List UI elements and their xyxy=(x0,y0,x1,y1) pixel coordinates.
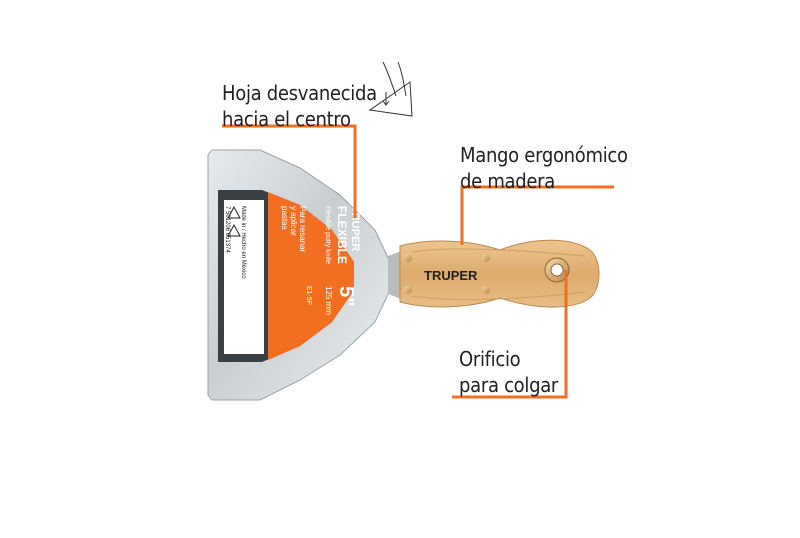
handle-brand: TRUPER xyxy=(424,268,478,283)
taper-detail-icon xyxy=(368,61,413,117)
hanging-hole-inner xyxy=(550,263,564,277)
rivet xyxy=(404,254,412,262)
label-subtitle: Flexible putty knife xyxy=(324,206,331,264)
warning-triangle-icon-2 xyxy=(227,223,241,237)
label-barcode-digits: 7 501206 651374 xyxy=(224,206,230,253)
leader-line-handle xyxy=(460,185,614,245)
rivet xyxy=(482,286,490,294)
wood-grain-2 xyxy=(411,291,586,300)
callout-hole-line2: para colgar xyxy=(459,373,559,397)
label-usage-3: pastas xyxy=(280,206,289,230)
callout-handle-line1: Mango ergonómico xyxy=(460,143,628,167)
callout-blade-line1: Hoja desvanecida xyxy=(222,81,377,105)
label-brand: TRUPER xyxy=(349,206,361,251)
label-usage-1: Para resanar xyxy=(298,206,307,253)
wood-grain xyxy=(411,248,586,257)
leader-line-blade xyxy=(222,124,357,218)
callout-blade: Hoja desvanecida hacia el centro xyxy=(222,80,377,132)
warning-triangle-icon xyxy=(227,205,241,219)
label-size: 5" xyxy=(335,286,357,307)
blade-label-orange-band xyxy=(268,192,354,360)
label-usage-2: y aplicar xyxy=(289,206,298,236)
callout-hole-line1: Orificio xyxy=(459,347,521,371)
rivet xyxy=(404,286,412,294)
label-code: 14451 xyxy=(314,286,323,309)
leader-line-hole xyxy=(452,270,568,399)
label-origin: Made in / Hecho en México xyxy=(240,206,246,279)
callout-blade-line2: hacia el centro xyxy=(222,107,351,131)
label-model: E1-5F xyxy=(305,286,312,305)
blade-label-info-box xyxy=(224,200,264,354)
callout-hole: Orificio para colgar xyxy=(459,346,558,398)
callout-handle-line2: de madera xyxy=(460,169,555,193)
callout-handle: Mango ergonómico de madera xyxy=(460,142,628,194)
label-product: FLEXIBLE xyxy=(335,206,349,264)
label-size-mm: 125 mm xyxy=(324,286,333,315)
rivet xyxy=(482,254,490,262)
wooden-handle xyxy=(399,239,600,308)
